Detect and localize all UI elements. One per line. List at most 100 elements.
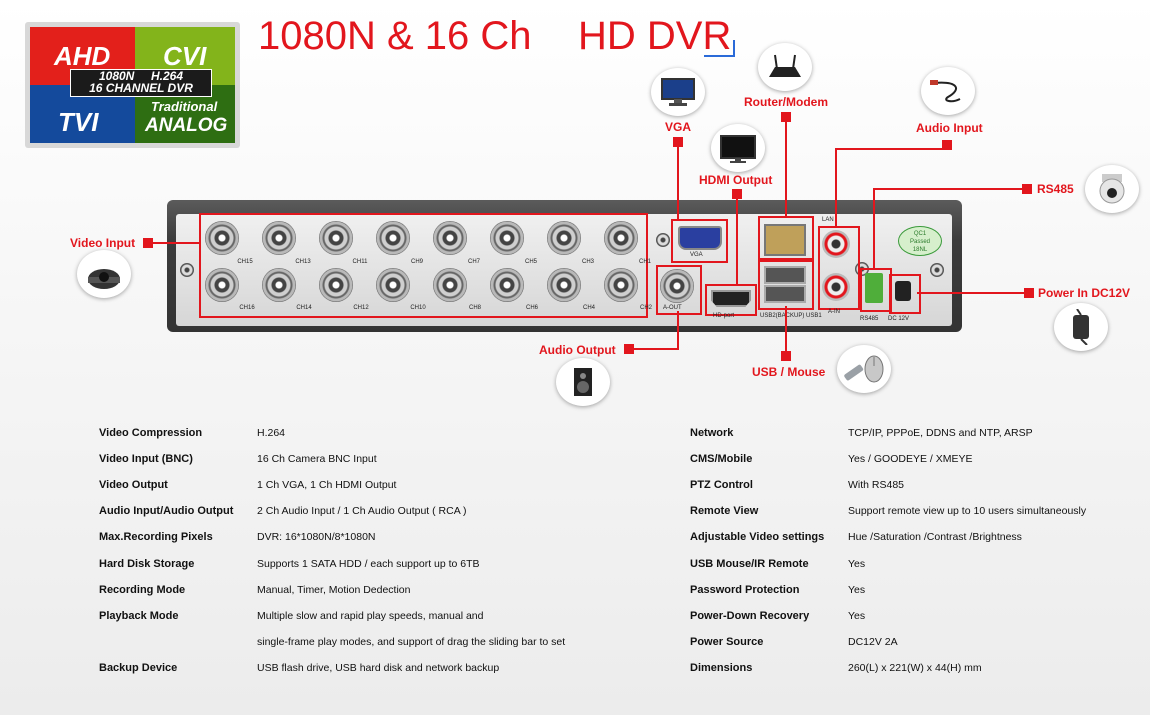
- usb-port-1: [764, 285, 806, 303]
- power-adapter-bubble: [1054, 303, 1108, 351]
- spec-value: Yes: [848, 558, 866, 570]
- logo-cvi: CVI: [163, 41, 207, 71]
- dc12v-box: [889, 274, 921, 314]
- spec-key: Playback Mode: [99, 610, 179, 622]
- spec-value: 2 Ch Audio Input / 1 Ch Audio Output ( R…: [257, 505, 467, 517]
- ptz-camera-icon: [1099, 174, 1125, 204]
- spec-key: Video Compression: [99, 427, 203, 439]
- audio-output-marker: [624, 344, 634, 354]
- spec-key: Backup Device: [99, 662, 178, 674]
- audio-output-connector: [660, 269, 694, 303]
- product-logo: AHD CVI TVI Traditional ANALOG 1080N H.2…: [25, 22, 240, 148]
- logo-analog: ANALOG: [145, 115, 228, 136]
- video-input-line: [152, 242, 200, 244]
- channel-label: CH7: [467, 259, 480, 265]
- spec-key: Hard Disk Storage: [99, 558, 195, 570]
- bnc-connector: [205, 221, 239, 255]
- logo-band-line1: 1080N H.264: [98, 69, 184, 83]
- video-input-callout: Video Input: [70, 236, 136, 250]
- bnc-connector: [547, 268, 581, 302]
- usb-label: USB2(BACKUP) USB1: [760, 313, 822, 319]
- lan-port-box: [758, 216, 814, 260]
- audio-input-marker: [942, 140, 952, 150]
- bnc-connector: [319, 268, 353, 302]
- ptz-camera-bubble: [1085, 165, 1139, 213]
- hdmi-port-box: [705, 284, 757, 316]
- spec-value: DC12V 2A: [848, 636, 898, 648]
- bnc-connector: [547, 221, 581, 255]
- usb-line: [785, 306, 787, 356]
- spec-key: Dimensions: [690, 662, 753, 674]
- spec-value: DVR: 16*1080N/8*1080N: [257, 531, 376, 543]
- page-title-right: HD DVR: [578, 14, 732, 58]
- tv-icon: [720, 135, 756, 163]
- lan-label: LAN: [822, 217, 834, 223]
- power-line: [917, 292, 1025, 294]
- spec-key: PTZ Control: [690, 479, 753, 491]
- bnc-connector: [262, 221, 296, 255]
- spec-key: Power Source: [690, 636, 764, 648]
- bnc-connector: [205, 268, 239, 302]
- vga-port-box: [671, 219, 728, 263]
- spec-key: Video Output: [99, 479, 168, 491]
- lan-port: [764, 224, 806, 256]
- router-marker: [781, 112, 791, 122]
- audio-input-line-h: [835, 148, 945, 150]
- logo-tvi: TVI: [58, 107, 99, 137]
- channel-label: CH15: [237, 259, 253, 265]
- hd-port-label: HD-port: [713, 313, 735, 319]
- vga-port-label: VGA: [690, 252, 703, 258]
- channel-label: CH16: [239, 305, 255, 311]
- router-bubble: [758, 43, 812, 91]
- dc12v-label: DC 12V: [888, 316, 910, 322]
- spec-value: Yes: [848, 610, 866, 622]
- audio-input-line-v: [835, 148, 837, 228]
- bnc-connector: [604, 221, 638, 255]
- spec-key: Adjustable Video settings: [690, 531, 825, 543]
- channel-label: CH14: [296, 305, 312, 311]
- channel-label: CH12: [353, 305, 369, 311]
- qc-line2: Passed: [909, 239, 930, 245]
- bnc-connector: [490, 268, 524, 302]
- spec-value: Hue /Saturation /Contrast /Brightness: [848, 531, 1022, 543]
- rs485-box: [860, 268, 892, 312]
- screw-right: [930, 263, 944, 277]
- rs485-label: RS485: [860, 316, 879, 322]
- power-callout: Power In DC12V: [1038, 286, 1131, 300]
- spec-key: Password Protection: [690, 584, 800, 596]
- power-marker: [1024, 288, 1034, 298]
- spec-value: Supports 1 SATA HDD / each support up to…: [257, 558, 480, 570]
- screw-mid: [656, 233, 670, 247]
- spec-value: TCP/IP, PPPoE, DDNS and NTP, ARSP: [848, 427, 1033, 439]
- spec-key: Recording Mode: [99, 584, 186, 596]
- title-underline-tick: [733, 40, 735, 57]
- audio-output-line-v: [677, 311, 679, 349]
- speaker-bubble: [556, 358, 610, 406]
- logo-ahd: AHD: [54, 41, 111, 71]
- bnc-connector: [604, 268, 638, 302]
- channel-label: CH2: [639, 305, 652, 311]
- rs485-line-h: [873, 188, 1023, 190]
- qc-line3: 18NL: [912, 247, 928, 253]
- bnc-connector: [376, 268, 410, 302]
- spec-value: 1 Ch VGA, 1 Ch HDMI Output: [257, 479, 397, 491]
- dc12v-jack: [895, 281, 911, 301]
- spec-key: Audio Input/Audio Output: [99, 505, 234, 517]
- screw-left: [180, 263, 194, 277]
- channel-label: CH1: [638, 259, 651, 265]
- audio-input-box: [818, 226, 860, 310]
- spec-key: Network: [690, 427, 734, 439]
- audio-input-rca-bottom: [822, 273, 850, 301]
- spec-value: Manual, Timer, Motion Dedection: [257, 584, 411, 596]
- hdmi-callout: HDMI Output: [699, 173, 773, 187]
- spec-key: CMS/Mobile: [690, 453, 753, 465]
- channel-label: CH4: [582, 305, 595, 311]
- audio-output-box: [656, 265, 702, 315]
- rs485-marker: [1022, 184, 1032, 194]
- vga-line: [677, 138, 679, 220]
- title-underline: [704, 55, 734, 57]
- spec-value: Yes / GOODEYE / XMEYE: [848, 453, 973, 465]
- channel-label: CH11: [352, 259, 368, 265]
- bnc-connector: [319, 221, 353, 255]
- router-icon: [769, 54, 801, 77]
